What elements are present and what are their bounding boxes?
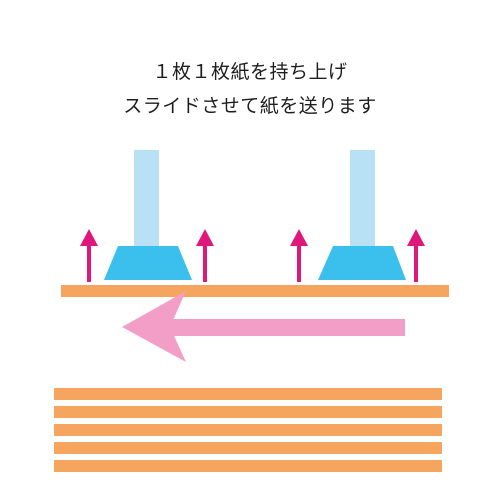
suction-unit-left <box>104 150 192 280</box>
slide-arrow <box>122 291 405 362</box>
suction-unit-right <box>318 150 406 280</box>
suction-cup-right <box>318 246 406 280</box>
caption-line-2: スライドさせて紙を送ります <box>123 95 377 117</box>
paper-stack <box>54 388 442 472</box>
paper-stack-sheet-3 <box>54 424 442 436</box>
lift-arrow-2 <box>196 229 214 282</box>
suction-rod-right <box>350 150 375 246</box>
suction-cup-left <box>104 246 192 280</box>
lifted-paper-sheet <box>61 285 449 297</box>
lift-arrow-3 <box>290 229 308 282</box>
caption-line-1: １枚１枚紙を持ち上げ <box>152 61 348 83</box>
suction-rod-left <box>134 150 159 246</box>
lift-arrow-1 <box>80 229 98 282</box>
paper-stack-sheet-2 <box>54 406 442 418</box>
paper-stack-sheet-1 <box>54 388 442 400</box>
paper-stack-sheet-4 <box>54 442 442 454</box>
lift-arrow-4 <box>407 229 425 282</box>
paper-stack-sheet-5 <box>54 460 442 472</box>
